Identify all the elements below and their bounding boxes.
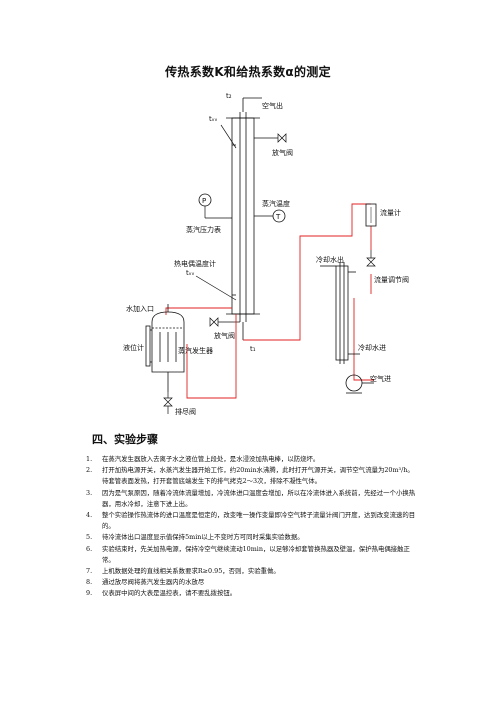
air-in-label: 空气进 [370, 374, 391, 383]
steps-list: 1.在蒸汽发生器放入去离子水之液位管上段处，是水浸没加热电棒，以防烧坏。 2.打… [86, 454, 416, 600]
tw-bottom-label: tᵥᵥ [186, 269, 195, 277]
air-out-line: t₂ 空气出 [226, 92, 283, 110]
step-item: 9.仪表屏中间的大表是温控表，请不要乱拨按钮。 [86, 589, 237, 598]
heat-exchanger [226, 98, 260, 340]
steam-generator-label: 蒸汽发生器 [178, 346, 213, 355]
drain-valve[interactable]: 排尽阀 [163, 392, 196, 416]
step-item: 4.整个实验操作热流体的进口温度是恒定的，改变唯一操作变量即冷空气转子流量计阀门… [86, 511, 416, 531]
step-item: 1.在蒸汽发生器放入去离子水之液位管上段处，是水浸没加热电棒，以防烧坏。 [86, 455, 320, 463]
t2-label: t₂ [226, 92, 232, 100]
tw-top-label: tᵥᵥ [209, 115, 218, 123]
thermocouple-label: 热电偶温度计 [174, 259, 216, 268]
section-title: 四、实验步骤 [92, 433, 158, 446]
step-item: 7.上机数据处理的直线相关系数要求R≥0.95，否则，实验重做。 [86, 567, 280, 576]
step-item: 8.通过放尽阀将蒸汽发生器内的水放尽 [86, 578, 205, 587]
bottom-vent-valve-label: 放气阀 [214, 331, 235, 340]
step-item: 2.打开加热电源开关，水蒸汽发生器开始工作，约20min水沸腾，此时打开气源开关… [86, 466, 414, 486]
air-out-label: 空气出 [262, 101, 283, 110]
cooling-water-in-label: 冷却水进 [358, 343, 386, 352]
steam-generator [145, 304, 185, 392]
drain-valve-label: 排尽阀 [175, 407, 196, 416]
air-pump [345, 374, 374, 394]
steam-supply-line [165, 307, 237, 399]
t1-label: t₁ [250, 345, 256, 353]
step-item: 3.因为是气泵原因，随着冷流体流量增加，冷流体进口温度会增加，所以在冷流体进入系… [86, 488, 416, 508]
cooling-water-out-label: 冷却水出 [316, 255, 344, 264]
level-gauge-label: 液位计 [123, 343, 144, 352]
flow-control-valve-label: 流量调节阀 [374, 275, 409, 284]
steam-temp-label: 蒸汽温度 [262, 199, 290, 208]
steam-thermometer: 蒸汽温度 T [254, 199, 290, 223]
flow-control-valve[interactable]: 流量调节阀 [366, 250, 409, 284]
steam-pressure-gauge-label: 蒸汽压力表 [186, 225, 221, 234]
cooler [320, 262, 360, 364]
heat-transfer-apparatus-diagram: t₂ 空气出 tᵥᵥ 放气阀 P 蒸汽压力表 蒸汽温度 T 热电偶温度计 [123, 92, 409, 416]
flowmeter-label: 流量计 [380, 208, 401, 217]
air-supply-line [243, 203, 374, 381]
pressure-gauge: P 蒸汽压力表 [186, 193, 232, 234]
bottom-vent-valve[interactable]: 放气阀 [209, 317, 240, 340]
top-vent-valve-label: 放气阀 [272, 148, 293, 157]
water-inlet-label: 水加入口 [126, 304, 154, 313]
pressure-gauge-symbol: P [202, 197, 206, 205]
top-vent-valve[interactable]: 放气阀 [254, 133, 293, 157]
step-item: 5.待冷流体出口温度显示值保持5min以上不变时方可同时采集实验数据。 [86, 533, 304, 542]
flowmeter: 流量计 [365, 203, 401, 227]
page-title: 传热系数K和给热系数α的测定 [165, 65, 331, 79]
step-item: 6.实验结束时，先关加热电源，保持冷空气继续流动10min，以足够冷却套管换热器… [86, 544, 410, 564]
thermometer-symbol: T [275, 213, 281, 221]
